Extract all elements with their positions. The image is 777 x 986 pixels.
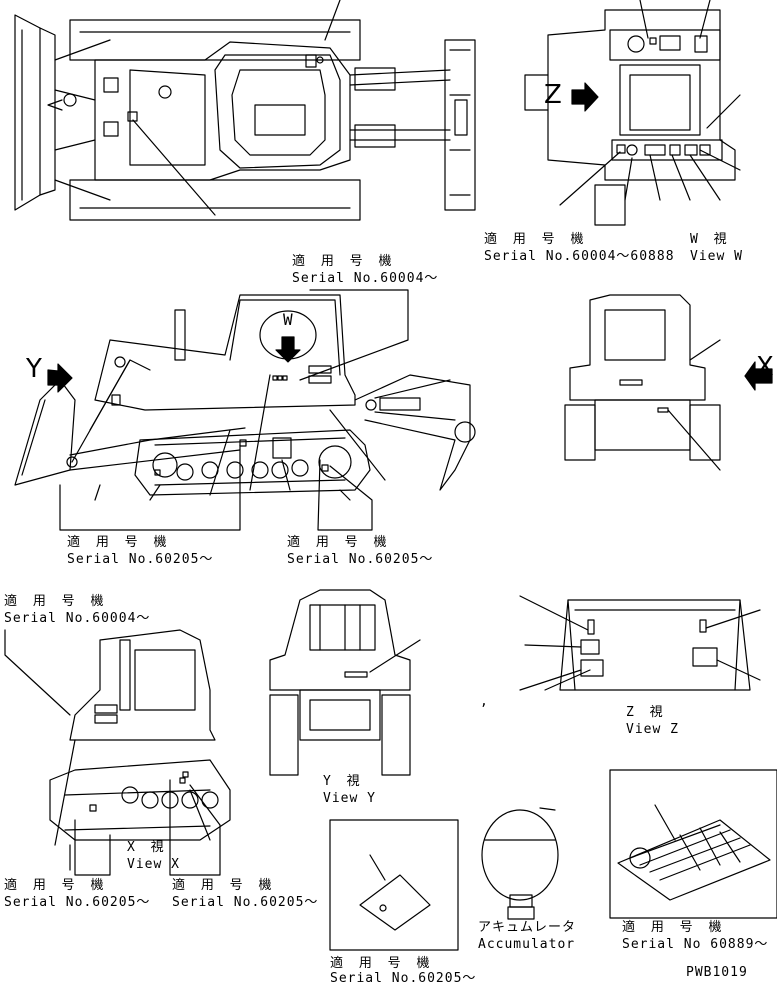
panel-applicable-jp: 適 用 号 機 [330, 956, 434, 971]
view-y-label: View Y [323, 791, 376, 806]
top-view-dozer [14, 0, 476, 221]
side-top-jp: 適 用 号 機 [292, 254, 396, 269]
letter-x: X [756, 352, 774, 382]
side-left-serial: Serial No.60205～ [67, 552, 214, 567]
manual-applicable-jp: 適 用 号 機 [622, 920, 726, 935]
rear-view-x [564, 294, 773, 471]
accumulator-label: Accumulator [478, 937, 576, 952]
x-bottom-right-jp: 適 用 号 機 [172, 878, 276, 893]
view-x-jp: X 視 [127, 840, 168, 855]
side-view-dozer [14, 289, 476, 531]
accumulator-drawing [481, 807, 559, 920]
letter-w: W [283, 310, 294, 329]
x-bottom-right-serial: Serial No.60205～ [172, 895, 319, 910]
letter-z: Z [544, 80, 562, 110]
stray-comma: , [480, 694, 489, 709]
view-y-jp: Y 視 [323, 774, 364, 789]
side-top-serial: Serial No.60004～ [292, 271, 439, 286]
x-top-serial: Serial No.60004～ [4, 611, 151, 626]
drawing-number: PWB1019 [686, 965, 748, 980]
panel-serial: Serial No.60205～ [330, 971, 477, 986]
view-w-cab-interior [524, 0, 741, 226]
operation-manual-drawing [609, 769, 777, 919]
x-bottom-left-serial: Serial No.60205～ [4, 895, 151, 910]
accumulator-jp: アキュムレータ [478, 920, 577, 935]
view-z [519, 595, 761, 691]
x-bottom-left-jp: 適 用 号 機 [4, 878, 108, 893]
x-top-jp: 適 用 号 機 [4, 594, 108, 609]
view-w-label: View W [690, 249, 743, 264]
view-w-jp: W 視 [690, 232, 731, 247]
side-right-serial: Serial No.60205～ [287, 552, 434, 567]
letter-y: Y [26, 354, 42, 384]
panel-sign-drawing [329, 819, 459, 951]
manual-serial: Serial No 60889～ [622, 937, 769, 952]
w-serial: Serial No.60004～60888 [484, 249, 675, 264]
w-applicable-jp: 適 用 号 機 [484, 232, 588, 247]
side-left-jp: 適 用 号 機 [67, 535, 171, 550]
view-y-front [269, 589, 421, 776]
view-x-side-close [4, 629, 231, 876]
view-x-label: View X [127, 857, 180, 872]
view-z-label: View Z [626, 722, 679, 737]
side-right-jp: 適 用 号 機 [287, 535, 391, 550]
view-z-jp: Z 視 [626, 705, 667, 720]
